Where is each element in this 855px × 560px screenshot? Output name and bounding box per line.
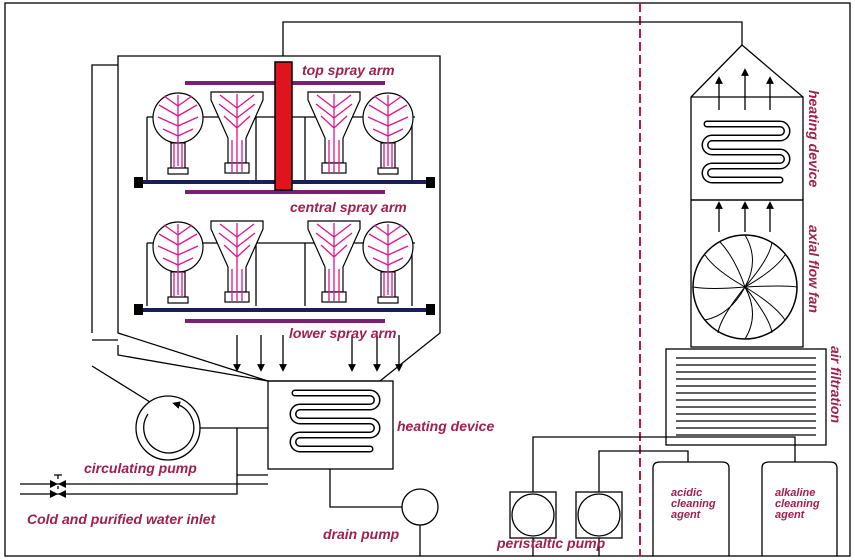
circulating-pump [135,395,201,461]
peristaltic-pump-2 [575,491,623,539]
label-acidic-3: agent [671,509,702,521]
inlet-pipe [20,475,268,495]
pump-pipe [200,427,268,476]
acidic-agent-container [652,461,730,556]
axial-flow-fan [692,234,798,340]
label-alkaline-1: alkaline [775,487,815,499]
return-pipe [91,365,151,403]
lower-flasks [152,220,414,304]
label-alkaline-3: agent [775,509,806,521]
label-top-spray-arm: top spray arm [302,62,395,78]
fan-arrows [715,201,774,232]
drain-pump [401,488,439,526]
label-heating-device: heating device [397,418,494,434]
label-axial-flow-fan: axial flow fan [806,225,822,313]
dosing-pipes [532,436,796,492]
drain-pipe [329,469,402,508]
label-acidic-2: cleaning [671,498,716,510]
label-water-inlet: Cold and purified water inlet [27,511,217,527]
filter-lines [676,357,816,436]
alkaline-agent-container [761,461,838,556]
air-filtration-unit [665,348,827,446]
top-pipe [282,21,743,56]
drain-arrows [233,335,403,372]
basket-frame [146,117,413,306]
label-alkaline-2: cleaning [775,498,820,510]
fan-housing [690,199,804,348]
label-central-spray-arm: central spray arm [290,199,407,215]
label-peristaltic-pump: peristaltic pump [496,535,606,551]
label-acidic-1: acidic [671,487,702,499]
label-lower-spray-arm: lower spray arm [289,325,396,341]
label-side-heating-device: heating device [806,90,822,187]
label-air-filtration: air filtration [828,346,844,423]
central-spray-tube [274,61,293,191]
label-circulating-pump: circulating pump [84,460,197,476]
hot-air-arrows [715,68,774,110]
outer-frame [4,2,851,557]
peristaltic-pump-1 [509,491,557,539]
label-drain-pump: drain pump [323,526,400,542]
circulation-pipe [91,64,269,382]
